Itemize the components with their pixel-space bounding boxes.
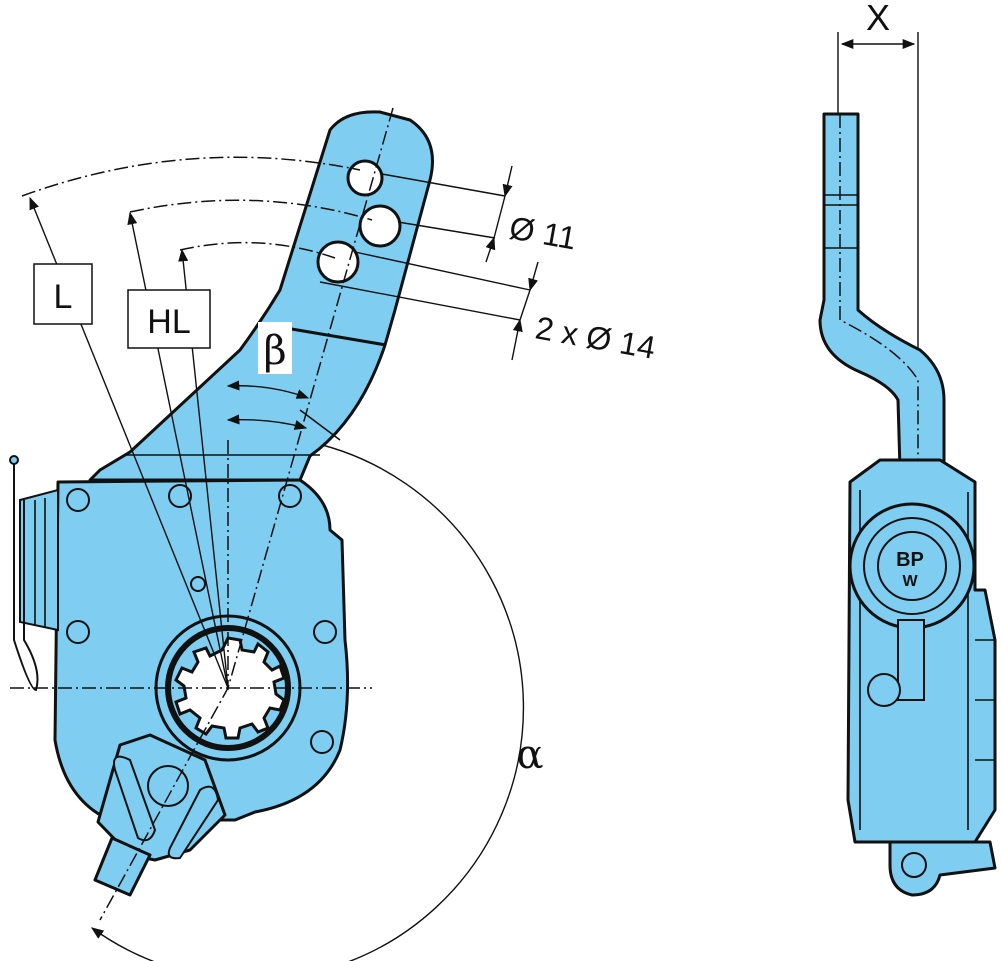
dia11-link — [493, 195, 506, 239]
L-arc — [21, 156, 361, 197]
L-label: L — [54, 278, 73, 316]
adjuster-slot-2 — [167, 785, 220, 860]
adjuster-slot — [113, 755, 157, 842]
dia14-arrow-bottom — [511, 318, 523, 361]
dia14-ext-top — [354, 251, 531, 291]
HL-label: HL — [147, 303, 190, 341]
front-view: L HL β α Ø 11 2 x Ø 14 — [9, 107, 658, 961]
dia11-label: Ø 11 — [507, 209, 579, 256]
side-view: X BP W — [818, 0, 997, 897]
bolt — [66, 488, 90, 512]
dia14-ext-bottom — [319, 281, 521, 321]
dia14-label: 2 x Ø 14 — [533, 309, 658, 365]
bolt — [313, 620, 337, 644]
side-hub-logo-ring — [877, 531, 947, 601]
dia14-link — [519, 289, 531, 321]
cap-ridge-lines — [34, 498, 46, 628]
beta-arc-upper — [226, 380, 310, 399]
bolt — [190, 576, 206, 592]
side-arm — [818, 112, 946, 472]
dia11-ext-bottom — [397, 221, 496, 239]
side-arm-centerline — [839, 114, 919, 470]
x-label: X — [866, 0, 890, 38]
bolt — [310, 730, 334, 754]
cotter-pin — [13, 462, 39, 692]
beta-label: β — [263, 328, 286, 374]
housing-end-cap — [19, 488, 59, 632]
dia14-arrow-top — [528, 261, 539, 292]
pin-head — [9, 455, 19, 465]
alpha-label: α — [516, 732, 543, 778]
lever-arm — [88, 110, 434, 482]
bolt — [66, 620, 90, 644]
logo-top-text: BP — [896, 549, 924, 571]
dia11-ext-top — [381, 173, 506, 197]
HL-arc-2 — [179, 241, 336, 259]
logo-bottom-text: W — [902, 573, 918, 590]
arm-hole-bottom — [316, 240, 360, 284]
side-lever — [897, 619, 925, 701]
beta-label-bg — [258, 322, 292, 374]
HL-arc — [129, 199, 373, 221]
HL-label-box — [127, 289, 211, 349]
beta-arc-lower — [226, 414, 308, 430]
side-knob — [867, 673, 901, 707]
L-label-box — [33, 263, 93, 325]
dia11-arrow-top — [502, 165, 513, 198]
arm-hole-middle — [358, 204, 402, 248]
side-arm-details — [824, 194, 858, 249]
alpha-arc — [90, 439, 525, 961]
adjuster-hex — [93, 836, 152, 897]
housing-bolts — [66, 484, 337, 754]
side-eye-hole — [901, 852, 927, 878]
bolt — [168, 484, 192, 508]
side-housing-lines — [859, 490, 995, 830]
adjuster-boss — [147, 765, 189, 807]
dia11-arrow-bottom — [485, 236, 496, 263]
